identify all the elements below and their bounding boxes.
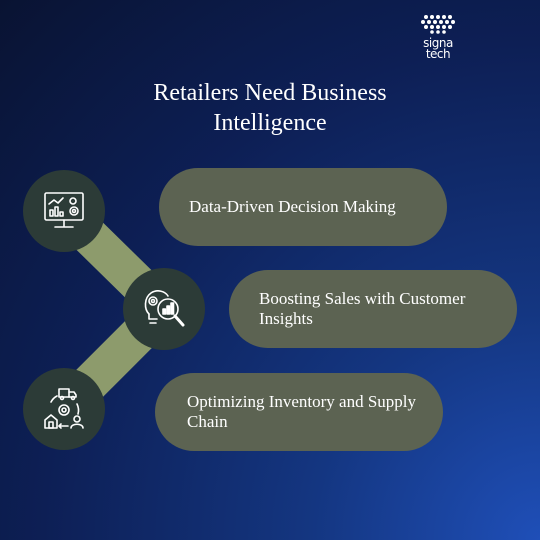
- supply-chain-icon: [44, 388, 84, 429]
- step-2-label: Boosting Sales with Customer Insights: [259, 289, 466, 328]
- step-3-circle: [23, 368, 105, 450]
- step-2-circle: [123, 268, 205, 350]
- logo-dots-icon: [421, 15, 455, 34]
- logo-text-line2: tech: [425, 47, 451, 61]
- step-3-label: Optimizing Inventory and Supply Chain: [187, 392, 417, 431]
- step-1-label: Data-Driven Decision Making: [189, 197, 396, 216]
- title-line-1: Retailers Need Business: [153, 80, 387, 106]
- logo-text-line1: signa: [423, 36, 453, 50]
- step-1-circle: [23, 170, 105, 252]
- step-2-pill: Boosting Sales with Customer Insights: [229, 270, 517, 348]
- step-3-pill: Optimizing Inventory and Supply Chain: [155, 373, 443, 451]
- lightbulb-magnifier-icon: [144, 290, 185, 327]
- step-1-pill: Data-Driven Decision Making: [159, 168, 447, 246]
- signatech-logo: signa tech: [410, 14, 466, 66]
- title-line-2: Intelligence: [213, 110, 327, 136]
- monitor-analytics-icon: [44, 192, 84, 228]
- page-title: Retailers Need Business Intelligence: [90, 78, 450, 138]
